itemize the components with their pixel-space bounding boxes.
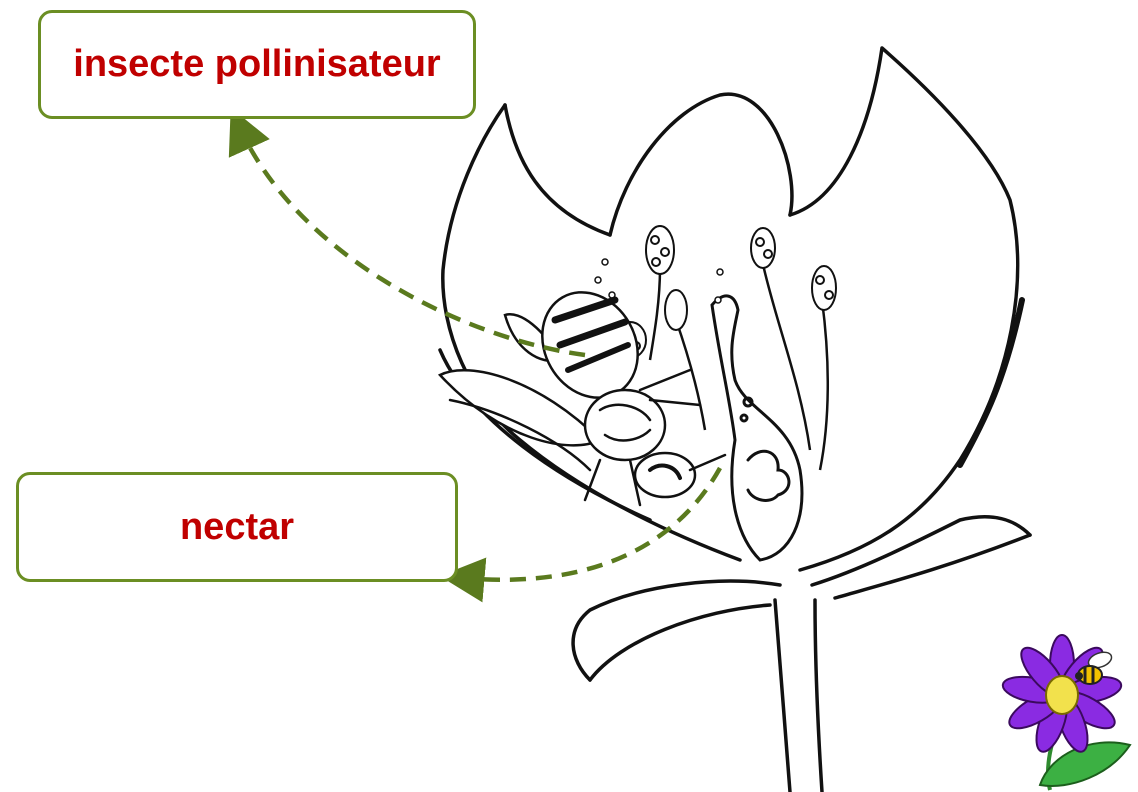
nectar-label: nectar (180, 506, 294, 549)
nectar-label-box: nectar (16, 472, 458, 582)
pollinator-label: insecte pollinisateur (73, 43, 440, 86)
pollinator-label-box: insecte pollinisateur (38, 10, 476, 119)
